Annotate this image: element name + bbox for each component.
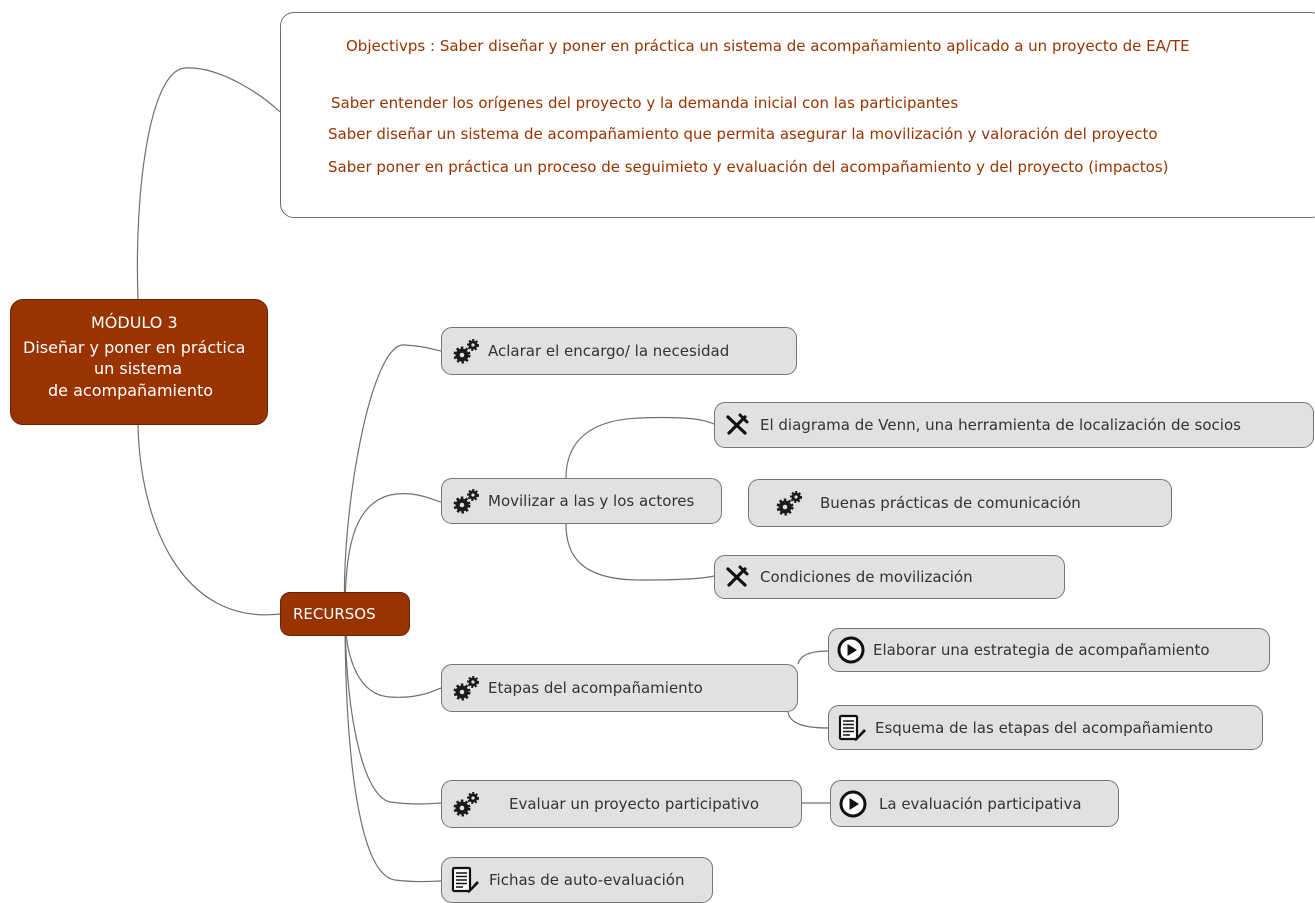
node-label: Buenas prácticas de comunicación [820, 494, 1081, 512]
root-node-modulo-3[interactable]: MÓDULO 3 Diseñar y poner en práctica un … [10, 299, 268, 425]
root-line: de acompañamiento [48, 381, 214, 400]
node-condiciones-movilizacion[interactable]: Condiciones de movilización [714, 555, 1065, 599]
objective-item: Saber diseñar un sistema de acompañamien… [328, 125, 1158, 143]
node-buenas-practicas[interactable]: Buenas prácticas de comunicación [748, 479, 1172, 527]
document-icon [838, 714, 866, 741]
node-movilizar-actores[interactable]: Movilizar a las y los actores [441, 478, 722, 524]
node-etapas-acompanamiento[interactable]: Etapas del acompañamiento [441, 664, 798, 712]
node-label: Etapas del acompañamiento [488, 679, 703, 697]
objectives-title: Objectivps : Saber diseñar y poner en pr… [346, 37, 1190, 55]
node-fichas-auto-evaluacion[interactable]: Fichas de auto-evaluación [441, 857, 713, 903]
node-label: Evaluar un proyecto participativo [509, 795, 760, 813]
node-label: Elaborar una estrategia de acompañamient… [873, 641, 1210, 659]
node-elaborar-estrategia[interactable]: Elaborar una estrategia de acompañamient… [828, 628, 1270, 672]
node-label: El diagrama de Venn, una herramienta de … [760, 416, 1241, 434]
root-line: Diseñar y poner en práctica [23, 338, 246, 357]
objectives-box: Objectivps : Saber diseñar y poner en pr… [280, 12, 1315, 218]
root-line: un sistema [94, 359, 182, 378]
gears-icon [453, 489, 479, 514]
node-esquema-etapas[interactable]: Esquema de las etapas del acompañamiento [828, 705, 1263, 750]
objective-item: Saber entender los orígenes del proyecto… [331, 94, 959, 112]
node-label: Movilizar a las y los actores [488, 492, 695, 510]
node-label: Fichas de auto-evaluación [489, 871, 685, 889]
recursos-node[interactable]: RECURSOS [280, 592, 410, 636]
tools-icon [726, 565, 749, 587]
document-icon [451, 866, 479, 893]
node-label: Esquema de las etapas del acompañamiento [875, 718, 1214, 737]
tools-icon [726, 413, 749, 435]
node-label: Condiciones de movilización [760, 568, 973, 586]
play-icon [837, 636, 865, 664]
node-evaluar-proyecto[interactable]: Evaluar un proyecto participativo [441, 780, 802, 828]
node-label: La evaluación participativa [879, 794, 1082, 813]
gears-icon [453, 339, 479, 364]
gears-icon [453, 792, 479, 817]
node-aclarar-el-encargo[interactable]: Aclarar el encargo/ la necesidad [441, 327, 797, 375]
gears-icon [453, 676, 479, 701]
root-line: MÓDULO 3 [91, 313, 178, 332]
objective-item: Saber poner en práctica un proceso de se… [328, 158, 1169, 176]
node-label: Aclarar el encargo/ la necesidad [488, 342, 730, 360]
gears-icon [776, 491, 802, 516]
node-diagrama-venn[interactable]: El diagrama de Venn, una herramienta de … [714, 402, 1314, 448]
play-icon [839, 790, 867, 817]
node-evaluacion-participativa[interactable]: La evaluación participativa [830, 780, 1119, 827]
